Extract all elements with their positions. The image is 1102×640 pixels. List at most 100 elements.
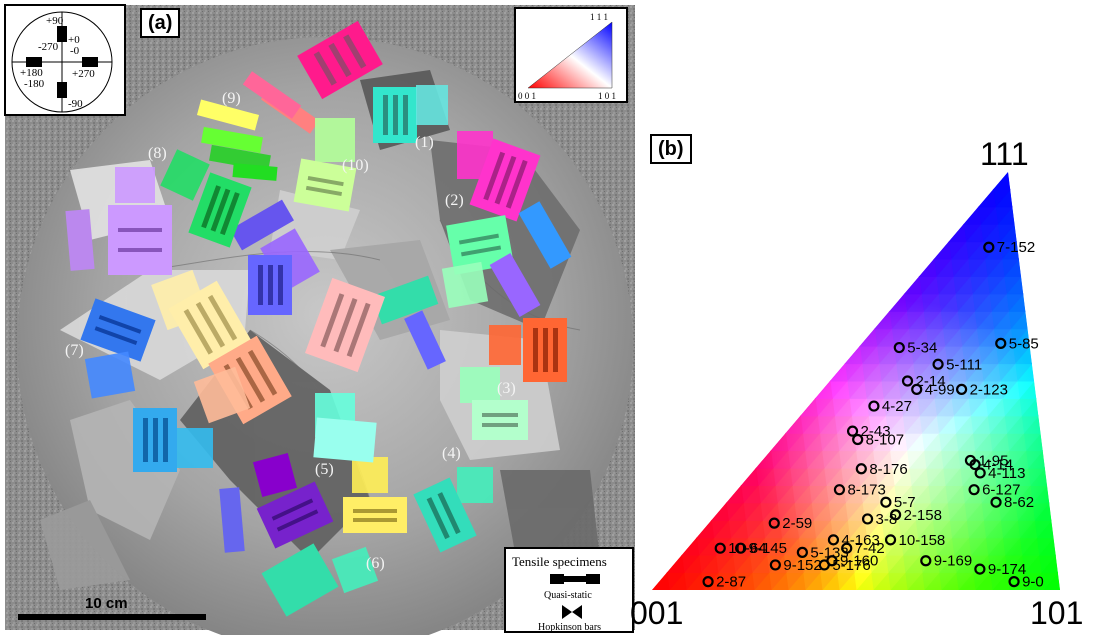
ipf-point-label: 5-176 (832, 557, 870, 574)
orientation-key: +90 -270 +0 -0 +180 -180 +270 -90 (4, 4, 126, 116)
ipf-point-marker (911, 383, 923, 395)
key-minus180: -180 (24, 78, 45, 90)
ipf-point-marker (796, 546, 808, 558)
ipf-point-marker (880, 496, 892, 508)
ipf-point-label: 4-113 (988, 465, 1025, 482)
ipf-point-marker (818, 559, 830, 571)
ipf-point-marker (735, 542, 747, 554)
grain-label-4: (4) (442, 445, 461, 462)
ipf-point-label: 2-123 (970, 381, 1008, 398)
ipf-key-001: 0 0 1 (518, 91, 536, 101)
legend-hopkinson: Hopkinson bars (538, 622, 601, 633)
ipf-triangle-chart: 5-347-1522-145-1114-274-995-852-432-1238… (652, 172, 1060, 591)
grain-label-8: (8) (148, 145, 167, 162)
ipf-point-label: 6-127 (982, 482, 1020, 499)
ipf-color-fill (652, 172, 1060, 590)
ipf-center-highlight (652, 172, 1060, 590)
ipf-point-label: 4-27 (882, 398, 912, 415)
ipf-point-marker (769, 559, 781, 571)
ipf-point-marker (884, 534, 897, 546)
key-plus0: +0 (68, 34, 80, 46)
ipf-point-marker (702, 576, 714, 588)
scale-bar-label: 10 cm (85, 595, 128, 612)
ipf-point-label: 8-107 (866, 432, 904, 449)
ipf-point-label: 4-163 (841, 532, 879, 549)
ipf-point-label: 2-14 (916, 373, 946, 390)
key-minus0: -0 (70, 45, 80, 57)
ipf-point-marker (861, 513, 874, 525)
ipf-point-label: 2-59 (782, 515, 812, 532)
grain-label-10: (10) (342, 157, 369, 174)
ipf-point-marker (893, 341, 905, 354)
ipf-point-marker (995, 337, 1007, 349)
ipf-key-111: 1 1 1 (590, 12, 608, 22)
ipf-point-label: 9-169 (934, 553, 972, 570)
ipf-point-marker (920, 555, 932, 567)
ipf-point-marker (714, 542, 726, 554)
ipf-point-marker (768, 517, 780, 529)
panel-a-label: (a) (140, 8, 181, 38)
ipf-point-marker (932, 358, 944, 370)
ipf-key-101: 1 0 1 (598, 91, 616, 101)
ipf-point-label: 7-152 (997, 239, 1035, 256)
quasi-static-icon (550, 574, 600, 584)
key-minus270: -270 (38, 41, 59, 53)
grain-label-3: (3) (497, 380, 516, 397)
ipf-point-label: 7-42 (855, 540, 885, 557)
ipf-point-marker (990, 496, 1002, 508)
grain-label-5: (5) (315, 461, 334, 478)
grain-labels: (1) (2) (3) (4) (5) (6) (7) (8) (9) (10) (65, 90, 516, 572)
specimens (65, 20, 572, 617)
ipf-point-marker (890, 509, 902, 521)
ipf-point-label: 5-85 (1009, 335, 1039, 352)
hopkinson-icon (562, 605, 582, 619)
legend-quasi-static: Quasi-static (544, 590, 592, 601)
specimen-group (297, 20, 383, 100)
ipf-point-marker (901, 375, 914, 387)
panel-a-specimen-map: (1) (2) (3) (4) (5) (6) (7) (8) (9) (10)… (4, 4, 635, 640)
ipf-point-marker (956, 383, 968, 395)
ipf-color-key: 1 1 1 0 0 1 1 0 1 (514, 7, 628, 103)
key-plus90: +90 (46, 15, 64, 27)
ipf-point-marker (852, 433, 864, 446)
key-plus270: +270 (72, 68, 95, 80)
ipf-point-label: 2-87 (716, 574, 746, 591)
key-plus180: +180 (20, 67, 43, 79)
ipf-points: 5-347-1522-145-1114-274-995-852-432-1238… (702, 239, 1044, 591)
ipf-point-label: 5-7 (894, 494, 916, 511)
ipf-point-label: 5-111 (946, 356, 982, 373)
ipf-point-label: 9-145 (749, 540, 787, 557)
grain-label-1: (1) (415, 134, 434, 151)
grain-label-7: (7) (65, 342, 84, 359)
ipf-point-marker (868, 400, 880, 412)
ipf-point-label: 9-160 (840, 553, 878, 570)
ipf-point-marker (827, 534, 840, 546)
ipf-point-label: 2-43 (861, 423, 891, 440)
ipf-point-label: 9-174 (988, 561, 1026, 578)
ipf-point-marker (983, 241, 995, 253)
corner-label-001: 001 (630, 595, 684, 631)
ipf-point-label: 9-152 (783, 557, 821, 574)
corner-label-101: 101 (1030, 595, 1084, 631)
grain-label-6: (6) (366, 555, 385, 572)
ipf-point-marker (969, 459, 981, 471)
key-minus90: -90 (68, 98, 83, 110)
ipf-point-marker (833, 484, 846, 496)
ipf-point-marker (1008, 576, 1020, 588)
ipf-point-marker (855, 463, 867, 475)
ipf-point-label: 10-158 (899, 532, 946, 549)
ipf-point-label: 5-133 (810, 544, 848, 561)
ipf-point-marker (974, 467, 986, 479)
ipf-point-label: 8-173 (847, 482, 885, 499)
scale-bar: 10 cm (18, 595, 206, 620)
ipf-point-marker (841, 542, 853, 554)
ipf-point-marker (846, 425, 859, 437)
legend-title: Tensile specimens (512, 554, 607, 569)
corner-label-111: 111 (980, 136, 1029, 172)
grain-label-2: (2) (445, 192, 464, 209)
specimen-legend: Tensile specimens Quasi-static Hopkinson… (504, 547, 634, 633)
ipf-point-marker (968, 484, 980, 496)
ipf-point-label: 8-176 (869, 461, 907, 478)
ipf-point-label: 4-14 (983, 457, 1013, 474)
